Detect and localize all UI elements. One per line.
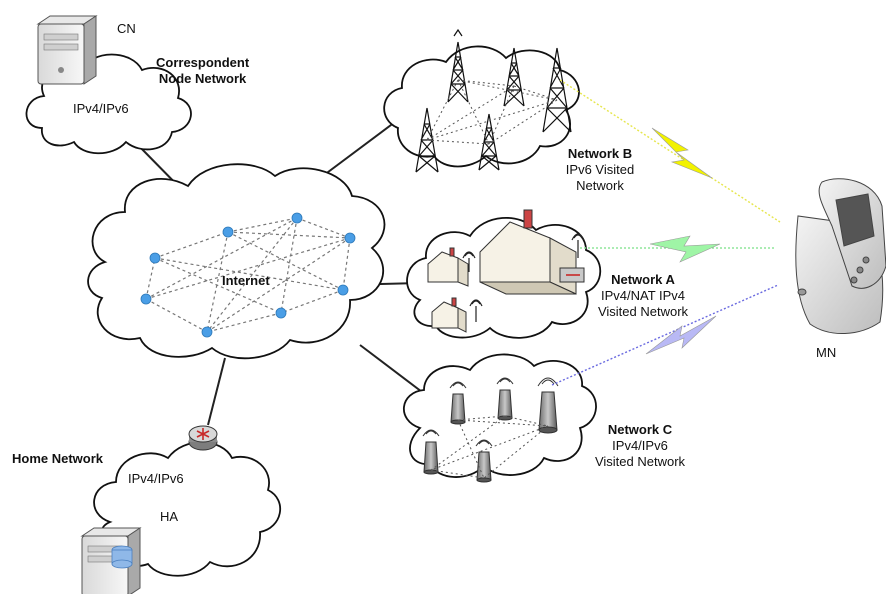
home-network-title: Home Network	[12, 451, 104, 466]
network-b-line2: Network	[576, 178, 624, 193]
correspondent-title-line2: Node Network	[158, 71, 247, 86]
house-icon	[431, 297, 467, 333]
network-a-line1: IPv4/NAT IPv4	[600, 288, 686, 303]
internet-node	[201, 326, 213, 338]
cn-label: CN	[117, 21, 136, 36]
internet-node	[149, 252, 161, 264]
lightning-bolt-icon	[645, 315, 717, 355]
network-b-title: Network B	[567, 146, 633, 161]
network-b-mesh	[426, 79, 558, 145]
link-internet-home	[207, 357, 226, 426]
ha-server-icon	[80, 527, 142, 597]
house-icons	[427, 209, 585, 333]
internet-node	[140, 293, 152, 305]
internet-mesh	[145, 217, 351, 333]
network-c-line1: IPv4/IPv6	[612, 438, 668, 453]
home-protocol-label: IPv4/IPv6	[128, 471, 184, 486]
lightning-bolt-icons	[645, 127, 721, 355]
network-b-label: Network B IPv6 Visited Network	[561, 146, 639, 194]
clouds	[25, 45, 602, 577]
cn-protocol-label: IPv4/IPv6	[73, 101, 129, 116]
internet-nodes	[140, 212, 356, 338]
server-icon	[36, 15, 98, 85]
radio-tower-icon	[478, 113, 500, 171]
antenna-icon	[462, 251, 476, 272]
house-icon	[427, 247, 469, 287]
network-c-line2: Visited Network	[594, 454, 686, 469]
radio-tower-icon	[503, 47, 525, 107]
network-c-title: Network C	[607, 422, 673, 437]
network-c-mesh	[430, 415, 549, 479]
internet-node	[344, 232, 356, 244]
network-a-line2: Visited Network	[597, 304, 689, 319]
link-internet-network-c	[359, 344, 431, 399]
antenna-icon	[571, 233, 585, 258]
internet-node	[275, 307, 287, 319]
wireless-link-c	[551, 284, 779, 386]
base-station-icon	[449, 381, 467, 425]
cloud-network-b	[383, 45, 580, 168]
lightning-bolt-icon	[651, 127, 713, 179]
internet-label: Internet	[222, 273, 270, 288]
network-c-label: Network C IPv4/IPv6 Visited Network	[584, 422, 696, 470]
router-icon	[188, 425, 218, 451]
network-b-line1: IPv6 Visited	[565, 162, 635, 177]
lightning-bolt-icon	[649, 235, 721, 263]
correspondent-node-network-title: Correspondent Node Network	[156, 55, 249, 87]
internet-node	[291, 212, 303, 224]
mn-label: MN	[816, 345, 837, 360]
antenna-icon	[469, 299, 483, 322]
house-icon	[479, 209, 577, 295]
cloud-internet	[87, 163, 386, 360]
radio-tower-icon	[447, 28, 469, 103]
mobile-phone-icon	[795, 178, 886, 335]
correspondent-title-line1: Correspondent	[156, 55, 250, 70]
network-a-title: Network A	[611, 272, 675, 287]
radio-tower-icon	[542, 47, 572, 133]
internet-node	[337, 284, 349, 296]
base-station-icon	[475, 439, 493, 483]
network-a-label: Network A IPv4/NAT IPv4 Visited Network	[588, 272, 698, 320]
ha-label: HA	[160, 509, 179, 524]
antenna-icons	[462, 233, 585, 322]
internet-node	[222, 226, 234, 238]
